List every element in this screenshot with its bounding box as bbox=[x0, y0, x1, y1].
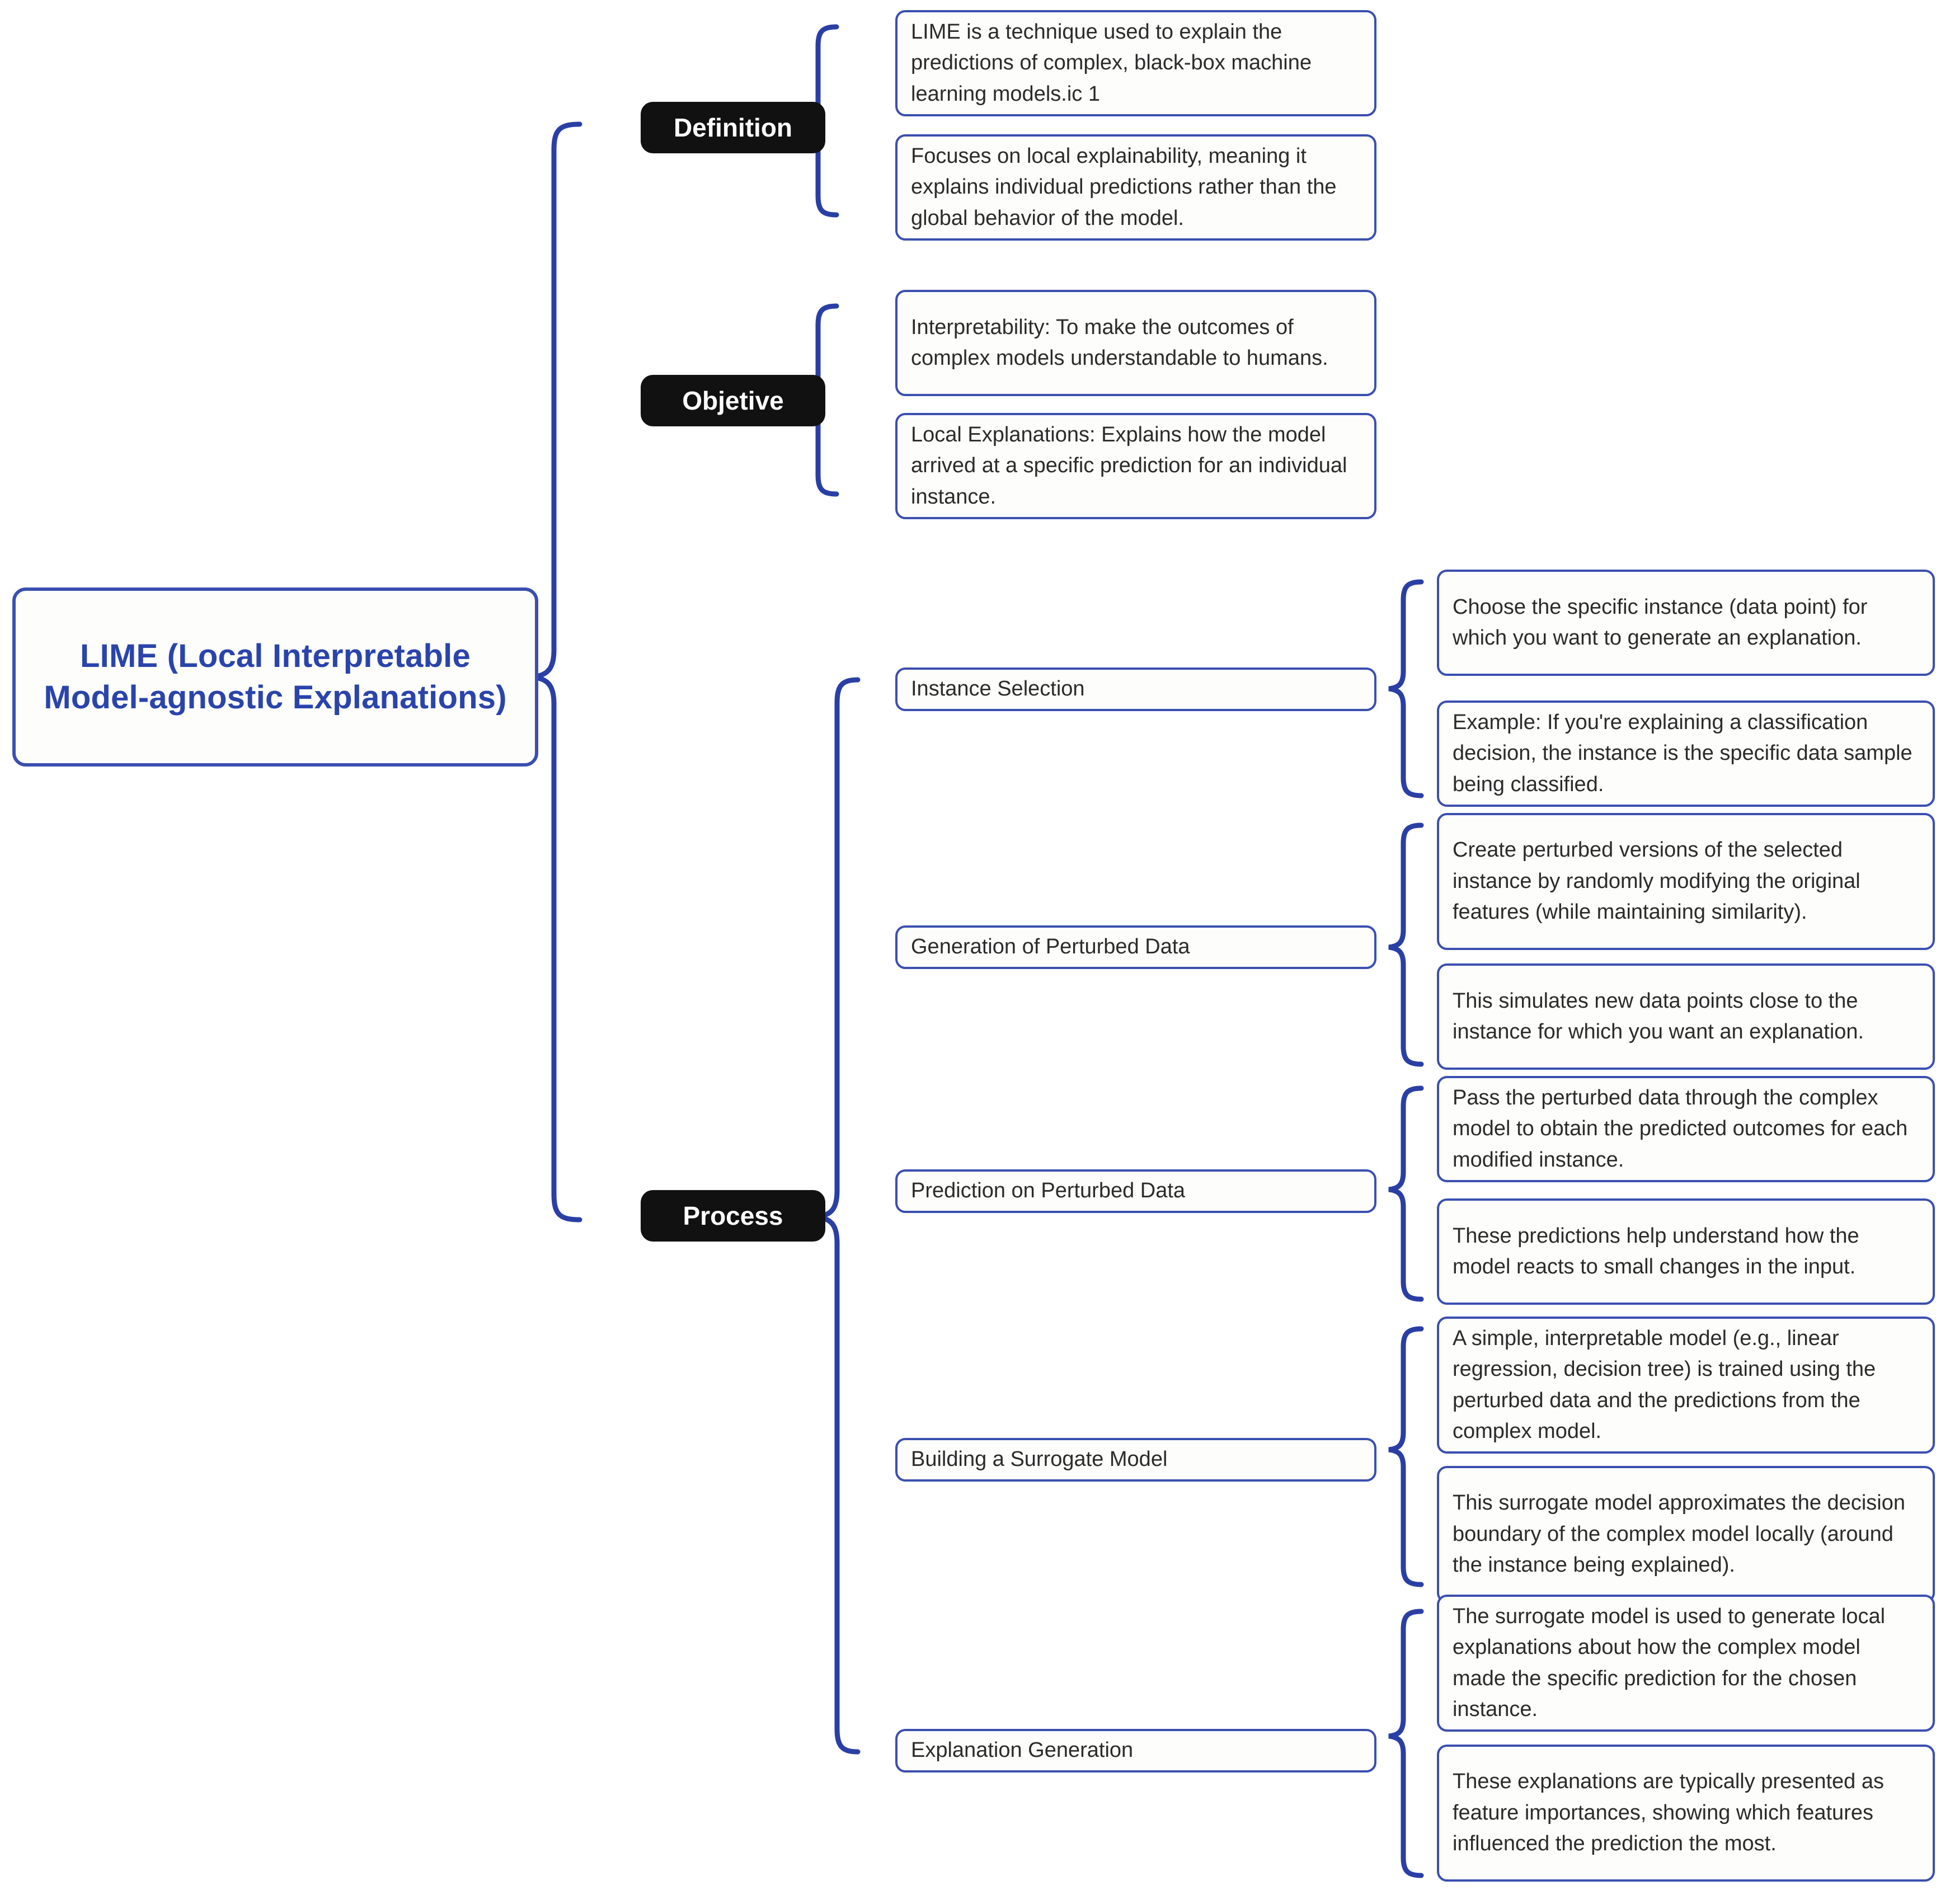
branch-label-objective[interactable]: Objetive bbox=[641, 375, 825, 426]
node-process-step-4-label: Building a Surrogate Model bbox=[911, 1447, 1168, 1472]
branch-label-process[interactable]: Process bbox=[641, 1190, 825, 1242]
node-process-step-3-detail-1-label: Pass the perturbed data through the comp… bbox=[1453, 1085, 1908, 1172]
node-process-step-3-detail-2-label: These predictions help understand how th… bbox=[1453, 1224, 1859, 1278]
node-objective-item-1-label: Interpretability: To make the outcomes o… bbox=[911, 315, 1328, 370]
node-process-step-4-detail-1-label: A simple, interpretable model (e.g., lin… bbox=[1453, 1326, 1876, 1443]
node-definition-item-2-label: Focuses on local explainability, meaning… bbox=[911, 144, 1337, 230]
node-definition-item-2[interactable]: Focuses on local explainability, meaning… bbox=[895, 134, 1376, 241]
node-process-step-2-detail-2-label: This simulates new data points close to … bbox=[1453, 989, 1864, 1043]
node-process-step-2-label: Generation of Perturbed Data bbox=[911, 935, 1190, 959]
node-process-step-5-label: Explanation Generation bbox=[911, 1738, 1134, 1762]
node-objective-item-2[interactable]: Local Explanations: Explains how the mod… bbox=[895, 413, 1376, 519]
node-process-step-4-detail-2[interactable]: This surrogate model approximates the de… bbox=[1437, 1466, 1935, 1603]
root-node-label: LIME (Local Interpretable Model-agnostic… bbox=[44, 637, 507, 716]
node-process-step-4[interactable]: Building a Surrogate Model bbox=[895, 1438, 1376, 1482]
node-process-step-5-detail-1-label: The surrogate model is used to generate … bbox=[1453, 1604, 1886, 1721]
branch-label-objective-text: Objetive bbox=[682, 386, 784, 415]
node-process-step-2-detail-2[interactable]: This simulates new data points close to … bbox=[1437, 963, 1935, 1070]
node-process-step-4-detail-2-label: This surrogate model approximates the de… bbox=[1453, 1491, 1905, 1577]
node-process-step-5-detail-1[interactable]: The surrogate model is used to generate … bbox=[1437, 1595, 1935, 1732]
node-process-step-1-detail-1-label: Choose the specific instance (data point… bbox=[1453, 595, 1868, 650]
branch-label-definition-text: Definition bbox=[673, 113, 793, 142]
node-process-step-4-detail-1[interactable]: A simple, interpretable model (e.g., lin… bbox=[1437, 1317, 1935, 1454]
node-process-step-1-label: Instance Selection bbox=[911, 677, 1085, 701]
node-definition-item-1-label: LIME is a technique used to explain the … bbox=[911, 20, 1312, 106]
node-process-step-2-detail-1[interactable]: Create perturbed versions of the selecte… bbox=[1437, 813, 1935, 950]
node-objective-item-1[interactable]: Interpretability: To make the outcomes o… bbox=[895, 290, 1376, 396]
node-process-step-3-detail-1[interactable]: Pass the perturbed data through the comp… bbox=[1437, 1076, 1935, 1182]
root-node[interactable]: LIME (Local Interpretable Model-agnostic… bbox=[12, 587, 538, 767]
node-process-step-5-detail-2[interactable]: These explanations are typically present… bbox=[1437, 1745, 1935, 1882]
node-process-step-3-label: Prediction on Perturbed Data bbox=[911, 1179, 1186, 1203]
node-definition-item-1[interactable]: LIME is a technique used to explain the … bbox=[895, 10, 1376, 116]
node-process-step-1-detail-1[interactable]: Choose the specific instance (data point… bbox=[1437, 570, 1935, 676]
node-objective-item-2-label: Local Explanations: Explains how the mod… bbox=[911, 422, 1347, 509]
branch-label-definition[interactable]: Definition bbox=[641, 102, 825, 153]
node-process-step-3-detail-2[interactable]: These predictions help understand how th… bbox=[1437, 1198, 1935, 1305]
node-process-step-5[interactable]: Explanation Generation bbox=[895, 1729, 1376, 1773]
branch-label-process-text: Process bbox=[683, 1201, 783, 1230]
node-process-step-1[interactable]: Instance Selection bbox=[895, 667, 1376, 711]
node-process-step-2-detail-1-label: Create perturbed versions of the selecte… bbox=[1453, 838, 1860, 924]
node-process-step-2[interactable]: Generation of Perturbed Data bbox=[895, 925, 1376, 969]
node-process-step-5-detail-2-label: These explanations are typically present… bbox=[1453, 1770, 1885, 1856]
node-process-step-1-detail-2[interactable]: Example: If you're explaining a classifi… bbox=[1437, 701, 1935, 807]
node-process-step-3[interactable]: Prediction on Perturbed Data bbox=[895, 1169, 1376, 1213]
node-process-step-1-detail-2-label: Example: If you're explaining a classifi… bbox=[1453, 710, 1912, 796]
